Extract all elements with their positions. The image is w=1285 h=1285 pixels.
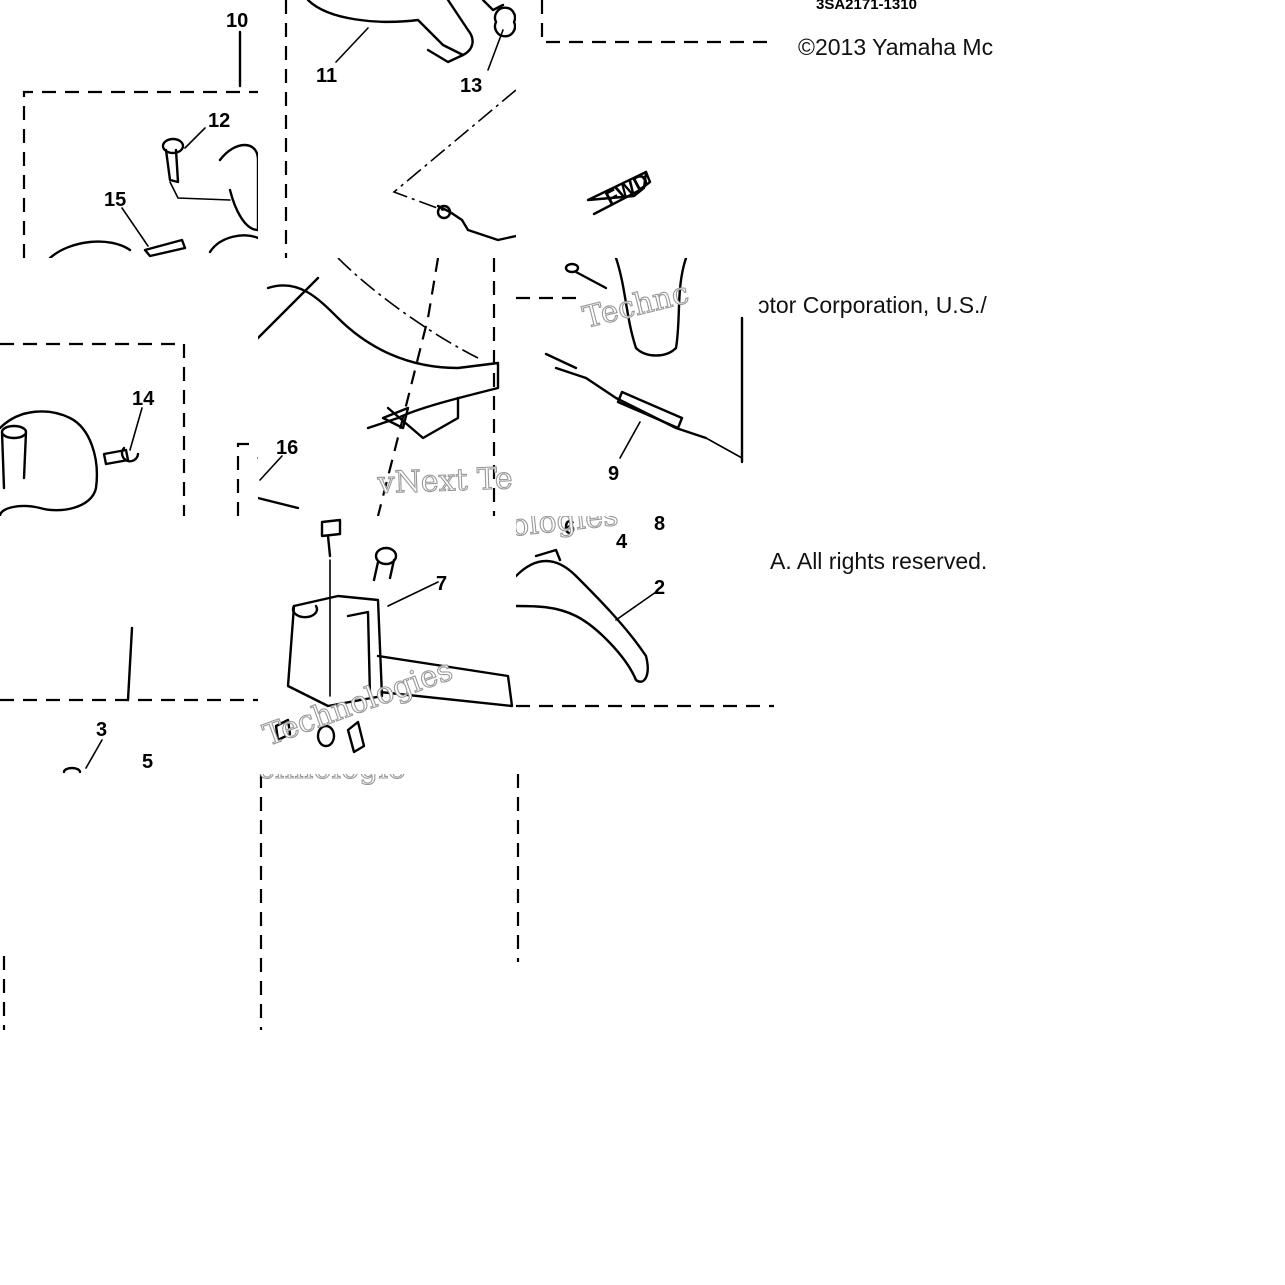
diagram-tile-lower-left: 3 5: [0, 516, 258, 774]
tile-center-drawing: 16 vNext Te: [258, 258, 514, 516]
callout-13: 13: [460, 75, 482, 97]
diagram-tile-top-middle: 11 13: [258, 0, 516, 258]
diagram-tile-lower-right: 2 6 4 8 ologies: [516, 516, 774, 774]
tile-middle-right-drawing: 9 Technc: [516, 258, 744, 485]
callout-15: 15: [104, 189, 126, 211]
tile-lower-center-drawing: 7 Technologies: [258, 518, 514, 754]
callout-2: 2: [654, 577, 665, 599]
tile-lower-right-drawing: 2 6 4 8 ologies: [516, 516, 774, 708]
tile-top-left-drawing: 10 12 15: [22, 10, 258, 258]
diagram-tile-lower-center: 7 Technologies: [258, 516, 516, 774]
tile-bottom-drawing: chnologie: [2, 774, 520, 1030]
callout-16-label: 16: [276, 437, 298, 459]
callout-11: 11: [316, 65, 337, 87]
tile-middle-left-drawing: 14 16: [0, 342, 258, 516]
tile-lower-left-drawing: 3 5: [0, 626, 258, 774]
callout-4: 4: [616, 531, 628, 553]
watermark-bottom: chnologie: [258, 774, 406, 786]
diagram-tile-center: 16 vNext Te: [258, 258, 516, 516]
tile-top-middle-drawing: 11 13: [284, 0, 516, 258]
callout-5: 5: [142, 751, 153, 773]
callout-7: 7: [436, 573, 447, 595]
callout-12: 12: [208, 110, 230, 132]
callout-9: 9: [608, 463, 619, 485]
callout-3: 3: [96, 719, 107, 741]
part-code: 3SA2171-1310: [816, 0, 917, 13]
callout-8: 8: [654, 516, 665, 535]
tile-top-right-drawing: FWD: [540, 0, 774, 216]
copyright-line-1: ©2013 Yamaha Mc: [798, 34, 1028, 64]
watermark-lower-right: ologies: [516, 516, 620, 544]
watermark-center: vNext Te: [376, 461, 513, 501]
diagram-tile-top-right: FWD: [516, 0, 774, 258]
callout-14: 14: [132, 388, 155, 410]
diagram-tile-middle-right: 9 Technc: [516, 258, 774, 516]
diagram-tile-middle-left: 14 16: [0, 258, 258, 516]
copyright-line-3: A. All rights reserved.: [770, 548, 1030, 578]
diagram-tile-bottom: chnologie: [0, 774, 520, 1030]
callout-10: 10: [226, 10, 248, 32]
diagram-tile-top-left: 10 12 15: [0, 0, 258, 258]
watermark-right: Technc: [579, 276, 692, 336]
copyright-line-2: ɔtor Corporation, U.S./: [758, 292, 1030, 322]
fwd-arrow-label: FWD: [602, 170, 653, 211]
callout-6: 6: [564, 517, 575, 539]
